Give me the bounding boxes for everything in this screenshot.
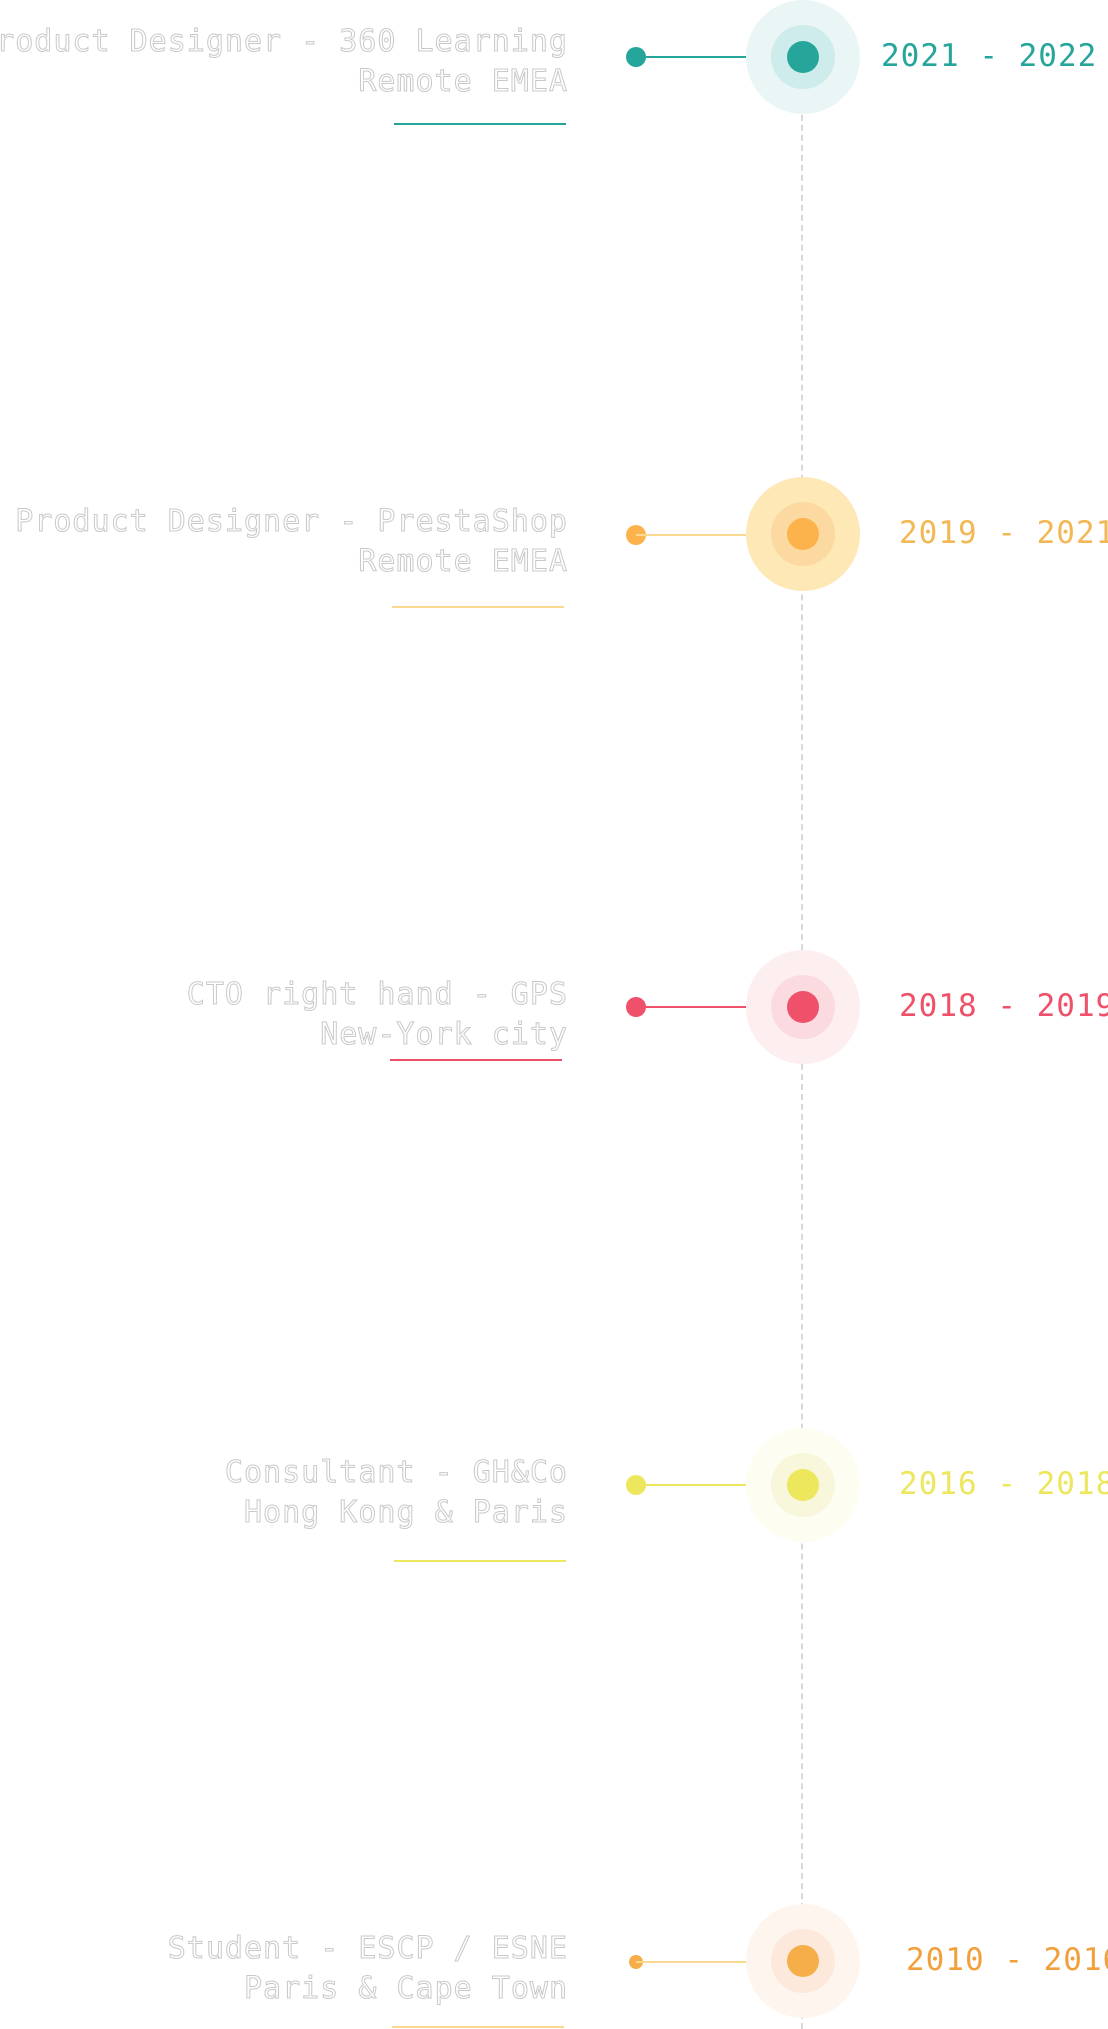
timeline-entry: Student - ESCP / ESNE Paris & Cape Town …	[0, 1904, 1108, 2028]
entry-core-icon	[787, 1469, 819, 1501]
entry-underline	[392, 606, 564, 608]
entry-underline	[394, 123, 566, 125]
entry-role: Product Designer - PrestaShop	[15, 504, 568, 540]
entry-years: 2019 - 2021	[899, 515, 1108, 551]
timeline-entry: CTO right hand - GPS New-York city 2018 …	[0, 950, 1108, 1070]
entry-role: Student - ESCP / ESNE	[167, 1931, 568, 1967]
entry-location: Remote EMEA	[358, 64, 568, 100]
entry-core-icon	[787, 41, 819, 73]
entry-core-icon	[787, 518, 819, 550]
timeline-entry: Product Designer - PrestaShop Remote EME…	[0, 477, 1108, 608]
entry-role: CTO right hand - GPS	[186, 977, 568, 1013]
entry-core-icon	[787, 1945, 819, 1977]
entry-years: 2018 - 2019	[899, 988, 1108, 1024]
entry-years: 2010 - 2016	[906, 1942, 1108, 1978]
entry-role-block: CTO right hand - GPS New-York city	[0, 975, 568, 1055]
entry-role-block: Student - ESCP / ESNE Paris & Cape Town	[0, 1929, 568, 2009]
timeline-entry: Consultant - GH&Co Hong Kong & Paris 201…	[0, 1428, 1108, 1562]
entry-connector	[636, 56, 746, 58]
entry-underline	[392, 2026, 564, 2028]
entry-core-icon	[787, 991, 819, 1023]
timeline-entry: Product Designer - 360 Learning Remote E…	[0, 0, 1108, 125]
entry-connector	[636, 1961, 746, 1963]
entry-location: Paris & Cape Town	[243, 1971, 568, 2007]
entry-role: Product Designer - 360 Learning	[0, 24, 568, 60]
entry-role-block: Consultant - GH&Co Hong Kong & Paris	[0, 1453, 568, 1533]
entry-connector	[636, 1006, 746, 1008]
entry-location: New-York city	[320, 1017, 568, 1053]
entry-role-block: Product Designer - 360 Learning Remote E…	[0, 22, 568, 102]
entry-role-block: Product Designer - PrestaShop Remote EME…	[0, 502, 568, 582]
entry-role: Consultant - GH&Co	[224, 1455, 568, 1491]
entry-years: 2021 - 2022	[881, 38, 1098, 74]
entry-location: Hong Kong & Paris	[243, 1495, 568, 1531]
entry-connector	[636, 534, 746, 536]
entry-connector	[636, 1484, 746, 1486]
entry-location: Remote EMEA	[358, 544, 568, 580]
entry-underline	[390, 1059, 562, 1061]
entry-underline	[394, 1560, 566, 1562]
entry-years: 2016 - 2018	[899, 1466, 1108, 1502]
